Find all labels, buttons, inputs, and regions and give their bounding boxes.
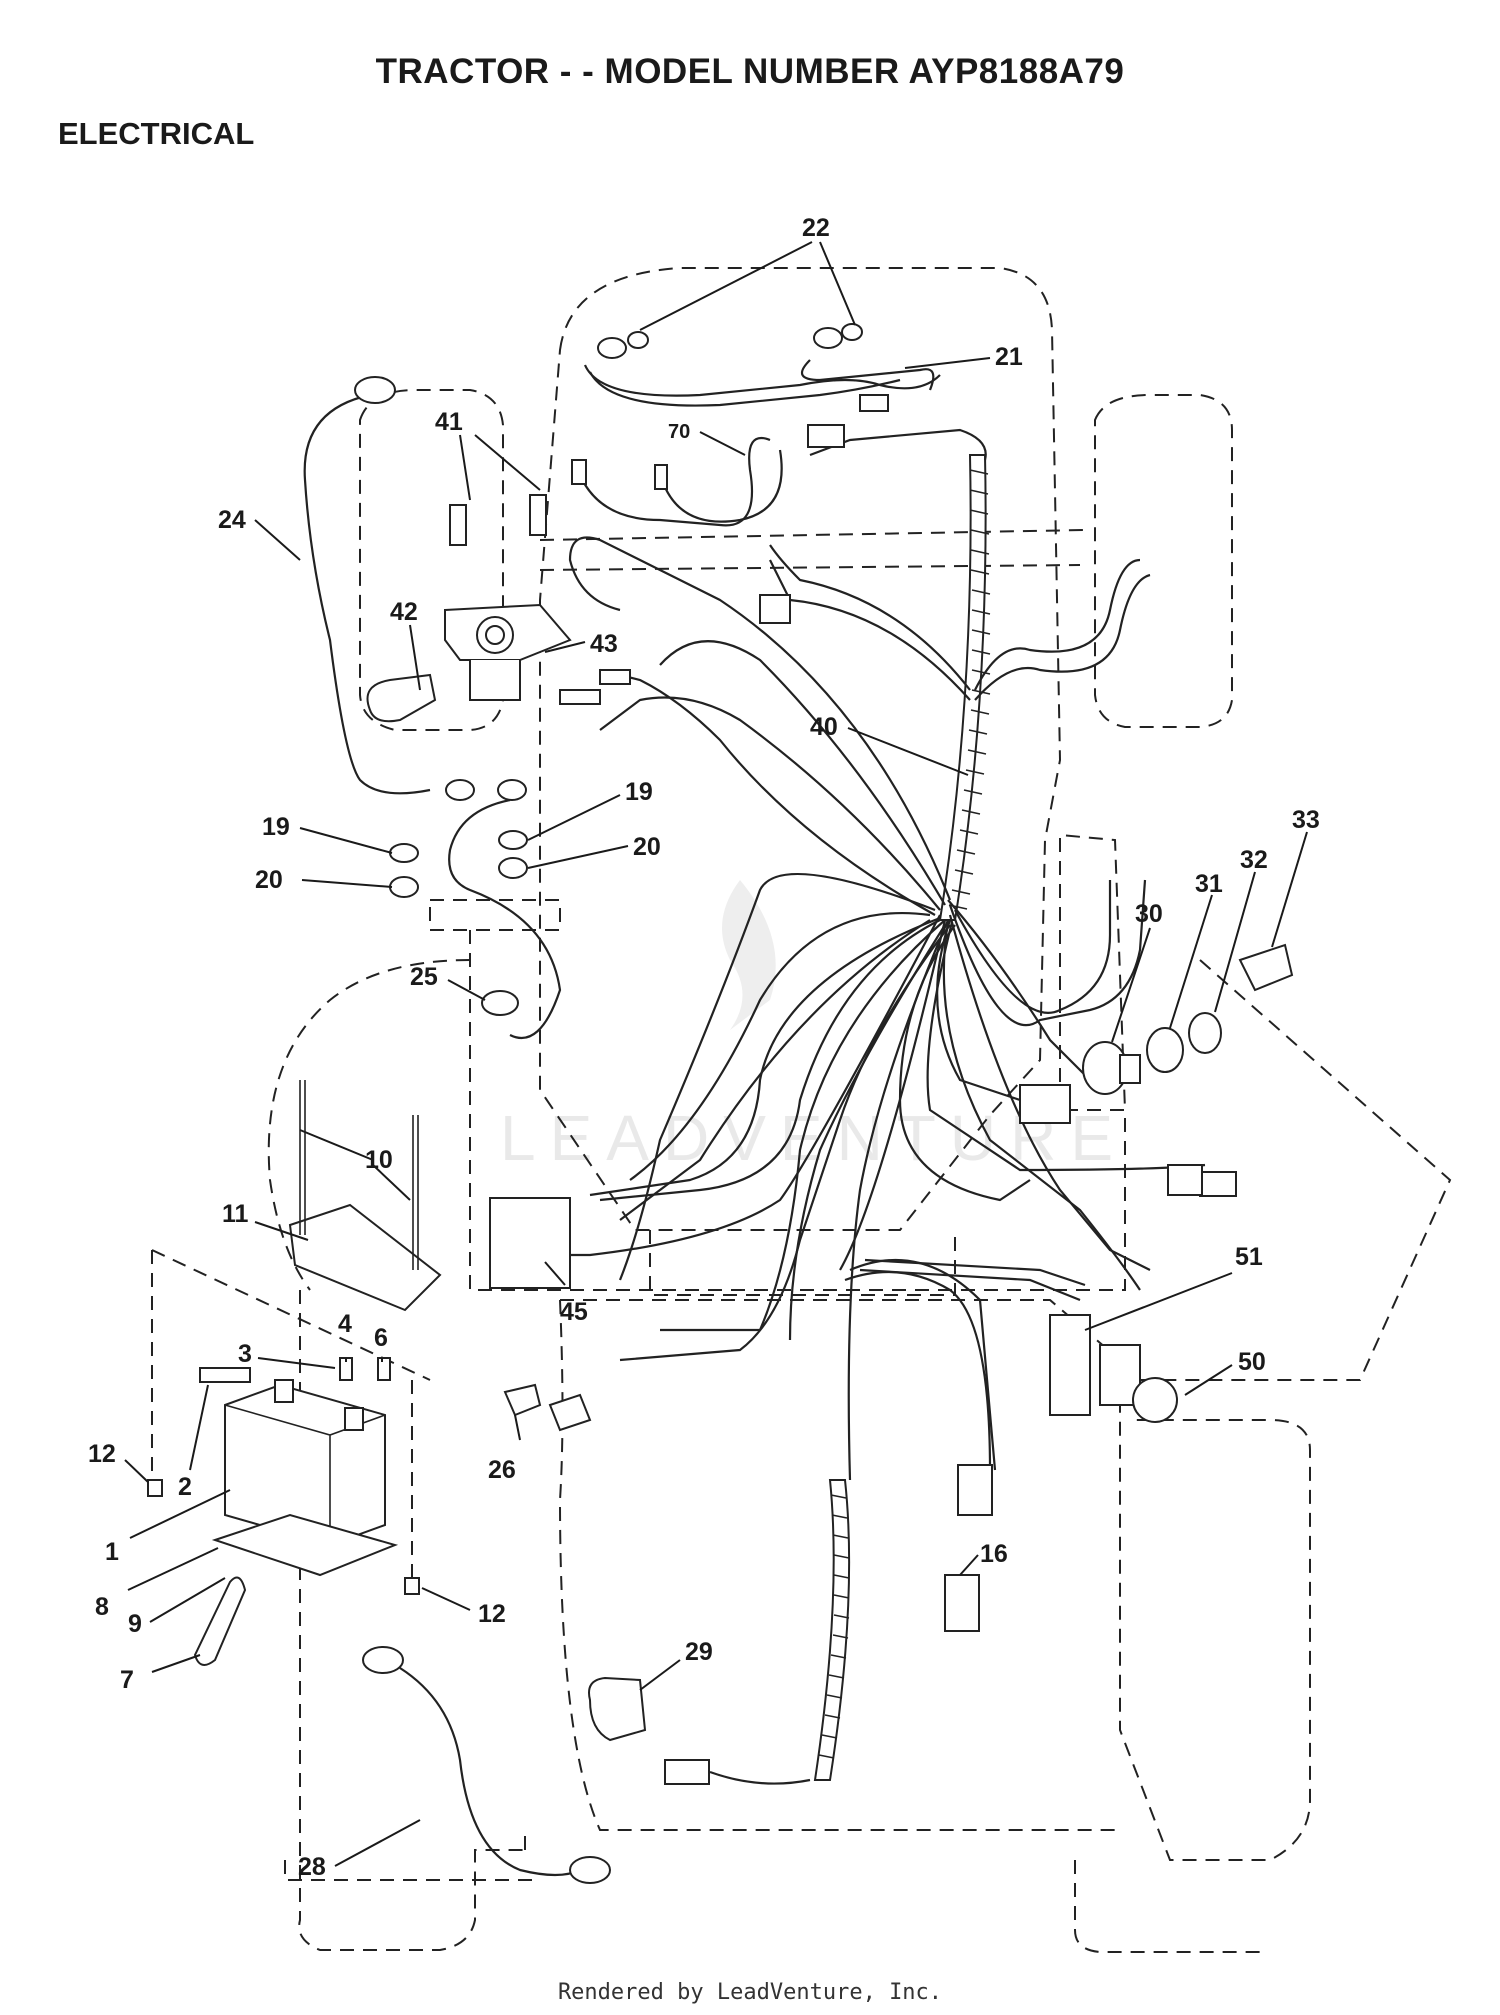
callout-12-left: 12 [88,1440,116,1468]
callout-10: 10 [365,1146,393,1174]
starter-solenoid [366,494,631,723]
callout-19-left: 19 [262,813,290,841]
callout-51: 51 [1235,1243,1263,1271]
wire-bundles [560,428,1206,1481]
callout-8: 8 [95,1593,109,1621]
callout-21: 21 [995,343,1023,371]
callout-7: 7 [120,1666,134,1694]
ignition-switch [1019,943,1294,1197]
battery-assembly [147,1080,442,1666]
callout-3: 3 [238,1340,252,1368]
leader-lines [124,241,1308,1867]
callout-20-right: 20 [633,833,661,861]
negative-cable-28 [362,1646,611,1884]
callout-25: 25 [410,963,438,991]
section-title: ELECTRICAL [58,116,255,151]
callout-24: 24 [218,506,246,534]
callout-31: 31 [1195,870,1223,898]
misc-components [489,1164,1203,1785]
headlight-harness [583,323,941,448]
callout-19-right: 19 [625,778,653,806]
callout-50: 50 [1238,1348,1266,1376]
callout-28: 28 [298,1853,326,1881]
callout-16: 16 [980,1540,1008,1568]
callout-33: 33 [1292,806,1320,834]
callout-12-right: 12 [478,1600,506,1628]
callout-26: 26 [488,1456,516,1484]
harness-70 [571,437,791,624]
callout-22: 22 [802,214,830,242]
page-title: TRACTOR - - MODEL NUMBER AYP8188A79 [375,52,1125,91]
watermark-flame-icon [722,880,776,1030]
battery-cables [303,376,562,1040]
callout-20-left: 20 [255,866,283,894]
callout-42: 42 [390,598,418,626]
callout-32: 32 [1240,846,1268,874]
callout-1: 1 [105,1538,119,1566]
main-harness-loom [813,454,991,1781]
callout-45: 45 [560,1298,588,1326]
callout-labels: 22 21 70 41 24 42 43 40 19 20 19 20 25 3… [88,214,1320,1881]
callout-9: 9 [128,1610,142,1638]
callout-4: 4 [338,1310,352,1338]
callout-41: 41 [435,408,463,436]
callout-43: 43 [590,630,618,658]
watermark-text: LEADVENTURE [500,1102,1127,1174]
callout-6: 6 [374,1324,388,1352]
callout-70: 70 [668,421,690,443]
tractor-outline [151,267,1452,1953]
callout-11: 11 [222,1200,249,1228]
callout-30: 30 [1135,900,1163,928]
callout-29: 29 [685,1638,713,1666]
washers-nuts [389,830,528,898]
callout-2: 2 [178,1473,192,1501]
footer-credit: Rendered by LeadVenture, Inc. [557,1980,943,2005]
callout-40: 40 [810,713,838,741]
